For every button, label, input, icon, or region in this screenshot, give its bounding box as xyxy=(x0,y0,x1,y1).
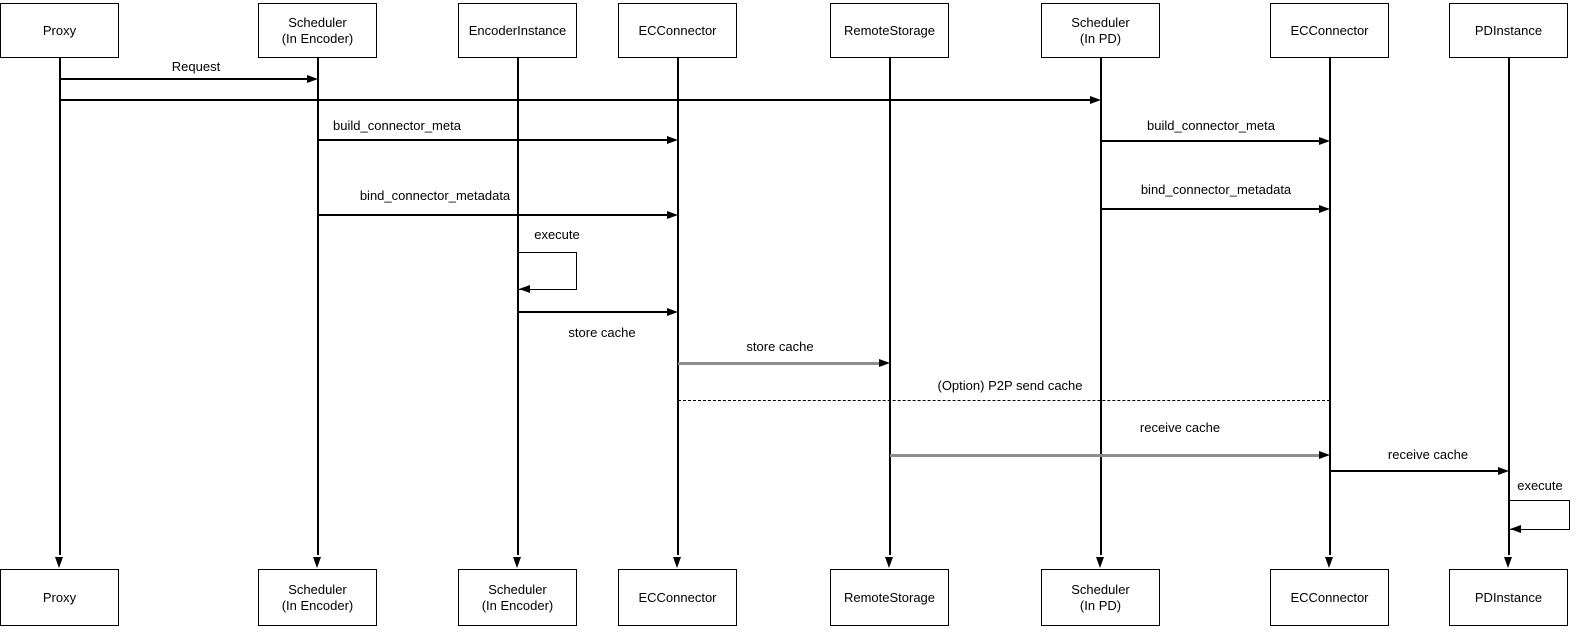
actor-remote-storage-top: RemoteStorage xyxy=(830,3,949,58)
message-line xyxy=(60,99,1091,101)
message-label: execute xyxy=(1515,478,1565,493)
actor-ec-connector-2-bottom: ECConnector xyxy=(1270,569,1389,626)
message-line-dashed xyxy=(678,400,1330,401)
lifeline-arrow-down-icon xyxy=(1325,557,1333,568)
arrowhead-icon xyxy=(1510,524,1521,533)
lifeline-scheduler-encoder xyxy=(317,58,319,555)
actor-encoder-instance-bottom: Scheduler (In Encoder) xyxy=(458,569,577,626)
actor-scheduler-pd-bottom: Scheduler (In PD) xyxy=(1041,569,1160,626)
message-line xyxy=(60,78,308,80)
message-line xyxy=(318,214,668,216)
arrowhead-icon xyxy=(667,307,678,316)
actor-remote-storage-bottom: RemoteStorage xyxy=(830,569,949,626)
arrowhead-icon xyxy=(667,210,678,219)
actor-pd-instance-top: PDInstance xyxy=(1449,3,1568,58)
message-line xyxy=(318,139,668,141)
message-line xyxy=(1101,208,1320,210)
message-line xyxy=(678,362,880,365)
lifeline-ec-connector-2 xyxy=(1329,58,1331,555)
message-label: store cache xyxy=(744,339,816,354)
arrowhead-icon xyxy=(1319,450,1330,459)
actor-scheduler-pd-top: Scheduler (In PD) xyxy=(1041,3,1160,58)
actor-ec-connector-1-top: ECConnector xyxy=(618,3,737,58)
actor-scheduler-encoder-bottom: Scheduler (In Encoder) xyxy=(258,569,377,626)
lifeline-ec-connector-1 xyxy=(677,58,679,555)
arrowhead-icon xyxy=(1319,136,1330,145)
lifeline-arrow-down-icon xyxy=(673,557,681,568)
arrowhead-icon xyxy=(1498,466,1509,475)
lifeline-arrow-down-icon xyxy=(885,557,893,568)
lifeline-remote-storage xyxy=(889,58,891,555)
self-loop-line xyxy=(1509,500,1570,530)
actor-ec-connector-1-bottom: ECConnector xyxy=(618,569,737,626)
lifeline-proxy xyxy=(59,58,61,555)
arrowhead-icon xyxy=(519,284,530,293)
arrowhead-icon xyxy=(307,74,318,83)
lifeline-arrow-down-icon xyxy=(313,557,321,568)
lifeline-arrow-down-icon xyxy=(55,557,63,568)
lifeline-arrow-down-icon xyxy=(1096,557,1104,568)
actor-ec-connector-2-top: ECConnector xyxy=(1270,3,1389,58)
message-label: receive cache xyxy=(1385,447,1471,462)
actor-proxy-top: Proxy xyxy=(0,3,119,58)
message-label: execute xyxy=(532,227,582,242)
lifeline-pd-instance xyxy=(1508,58,1510,555)
lifeline-arrow-down-icon xyxy=(513,557,521,568)
message-label: build_connector_meta xyxy=(1145,118,1277,133)
message-label: (Option) P2P send cache xyxy=(935,378,1085,393)
actor-pd-instance-bottom: PDInstance xyxy=(1449,569,1568,626)
lifeline-scheduler-pd xyxy=(1100,58,1102,555)
actor-scheduler-encoder-top: Scheduler (In Encoder) xyxy=(258,3,377,58)
arrowhead-icon xyxy=(667,135,678,144)
message-label: receive cache xyxy=(1137,420,1223,435)
message-line xyxy=(1101,140,1320,142)
message-line xyxy=(1330,470,1499,472)
actor-encoder-instance-top: EncoderInstance xyxy=(458,3,577,58)
message-label: bind_connector_metadata xyxy=(1138,182,1294,197)
lifeline-arrow-down-icon xyxy=(1504,557,1512,568)
arrowhead-icon xyxy=(879,358,890,367)
message-line xyxy=(890,454,1320,457)
actor-proxy-bottom: Proxy xyxy=(0,569,119,626)
message-line xyxy=(518,311,668,313)
self-loop-line xyxy=(518,252,577,290)
lifeline-encoder-instance xyxy=(517,58,519,555)
message-label: bind_connector_metadata xyxy=(357,188,513,203)
message-label: Request xyxy=(169,59,223,74)
message-label: store cache xyxy=(566,325,638,340)
arrowhead-icon xyxy=(1090,95,1101,104)
arrowhead-icon xyxy=(1319,204,1330,213)
message-label: build_connector_meta xyxy=(331,118,463,133)
